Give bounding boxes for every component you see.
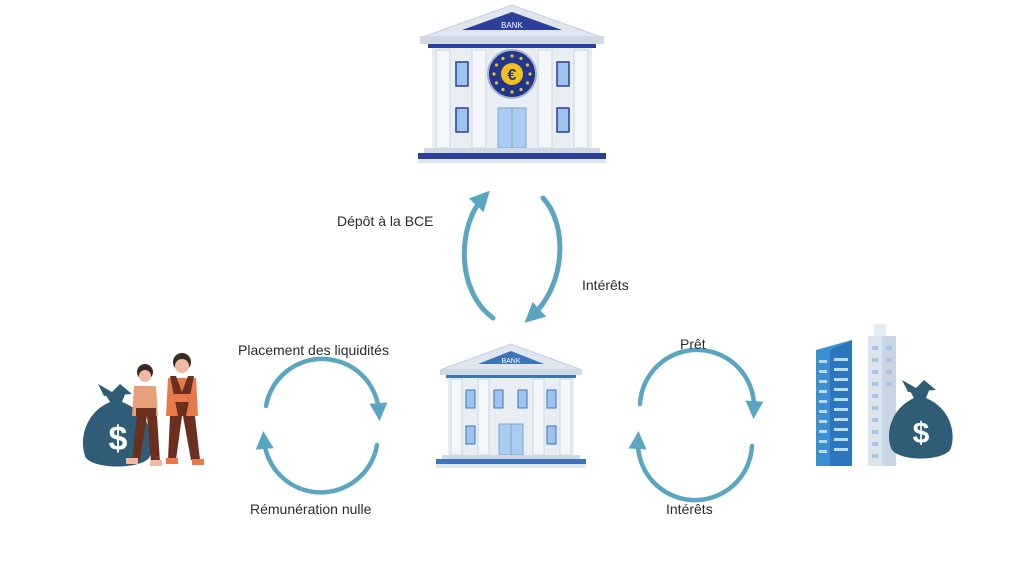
loan-cycle	[628, 347, 764, 503]
commercial-bank-icon: BANK	[436, 343, 586, 468]
loan-interest-label: Intérêts	[666, 501, 713, 517]
deposit-label: Dépôt à la BCE	[337, 213, 434, 229]
ecb-bank-icon: BANK €	[418, 4, 606, 163]
euro-icon: €	[508, 67, 517, 84]
placement-label: Placement des liquidités	[238, 342, 389, 358]
ecb-interest-arrow	[524, 195, 563, 323]
ecb-bank-sign: BANK	[501, 21, 523, 30]
dollar-sign-icon-right: $	[913, 417, 930, 450]
zero-remuneration-label: Rémunération nulle	[250, 501, 372, 517]
commercial-bank-sign: BANK	[501, 358, 520, 365]
deposit-arrow	[461, 190, 496, 321]
dollar-sign-icon: $	[109, 420, 128, 458]
loan-label: Prêt	[680, 336, 706, 352]
people-icon	[126, 353, 204, 466]
placement-cycle	[255, 356, 388, 495]
money-bag-icon-right: $	[888, 380, 953, 459]
ecb-interest-label: Intérêts	[582, 277, 629, 293]
skyscraper-icon	[816, 324, 896, 466]
